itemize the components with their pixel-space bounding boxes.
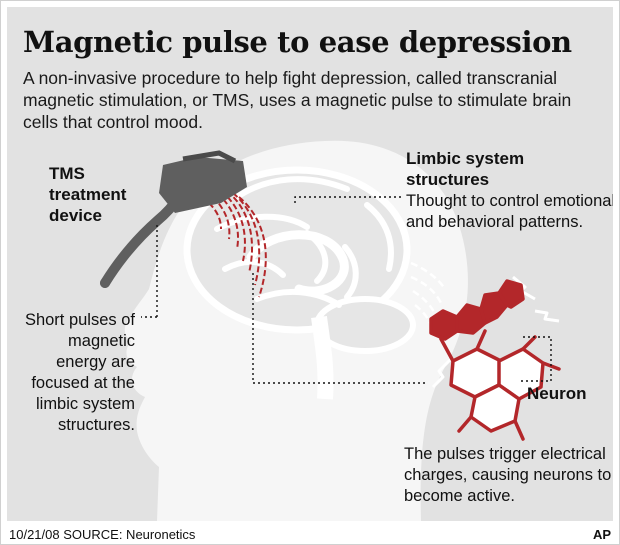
tms-device bbox=[159, 157, 247, 213]
infographic-panel: Magnetic pulse to ease depression A non-… bbox=[7, 7, 613, 521]
label-limbic-title: Limbic system structures bbox=[406, 149, 525, 189]
headline: Magnetic pulse to ease depression bbox=[23, 25, 572, 59]
neuron-network bbox=[429, 279, 561, 441]
leader-lines bbox=[141, 196, 552, 384]
device-handle bbox=[182, 150, 237, 164]
leader-system bbox=[252, 273, 427, 384]
label-neuron: Neuron bbox=[527, 384, 587, 403]
leader-limbic bbox=[294, 196, 401, 203]
intro-text: A non-invasive procedure to help fight d… bbox=[23, 68, 572, 132]
footer-credit: AP bbox=[592, 527, 611, 542]
cable-end bbox=[100, 278, 110, 288]
footer: 10/21/08 SOURCE: Neuronetics AP bbox=[7, 527, 613, 543]
brain-stem bbox=[311, 315, 334, 400]
label-limbic-description: Thought to control emotional and behavio… bbox=[406, 192, 613, 231]
illustration bbox=[100, 140, 561, 521]
label-tms-device: TMS treatment device bbox=[49, 164, 127, 225]
cerebellum bbox=[314, 296, 416, 354]
label-short-pulses: Short pulses of magnetic energy are focu… bbox=[24, 311, 135, 434]
label-pulses-trigger: The pulses trigger electrical charges, c… bbox=[404, 445, 612, 505]
leader-neuron bbox=[521, 336, 552, 382]
limbic-structure bbox=[246, 230, 349, 296]
footer-date-source: 10/21/08 SOURCE: Neuronetics bbox=[9, 527, 196, 542]
